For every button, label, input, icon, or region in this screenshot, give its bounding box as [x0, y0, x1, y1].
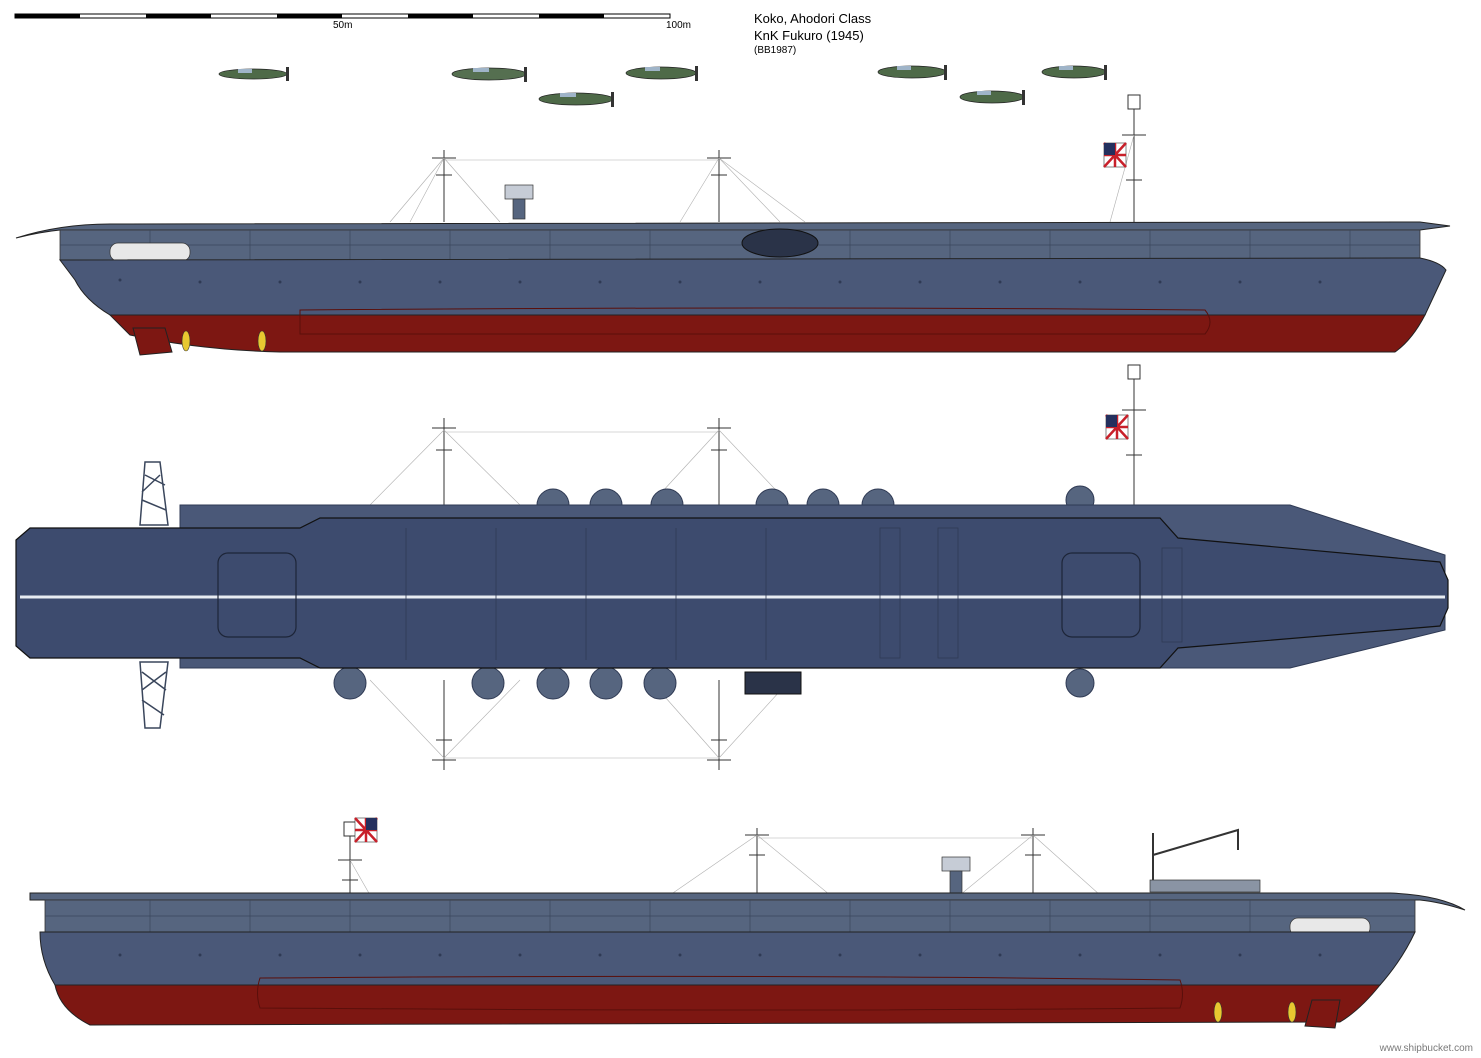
propeller-icon [1287, 1001, 1297, 1023]
aircraft-icon [538, 92, 614, 107]
aircraft-icon [959, 90, 1025, 105]
naval-ensign-icon [1103, 142, 1127, 168]
plan-masts [432, 364, 1146, 770]
propeller-icon [1213, 1001, 1223, 1023]
author-credit: (BB1987) [754, 45, 797, 56]
propeller-icon [181, 330, 191, 352]
naval-ensign-icon [354, 817, 378, 843]
aircraft-icon [1041, 65, 1107, 80]
plan-view [15, 364, 1449, 770]
propeller-icon [257, 330, 267, 352]
ship-name-subtitle: KnK Fukuro (1945) [754, 28, 864, 43]
watermark: www.shipbucket.com [1379, 1043, 1473, 1054]
ship-class-title: Koko, Ahodori Class [754, 11, 872, 26]
title-block: Koko, Ahodori Class KnK Fukuro (1945) (B… [754, 10, 871, 58]
scale-label-100m: 100m [666, 20, 692, 31]
aircraft-formation [218, 65, 1107, 107]
starboard-profile-view [15, 94, 1451, 356]
naval-ensign-icon [1105, 414, 1129, 440]
scale-bar-segments [14, 13, 671, 19]
aircraft-icon [218, 67, 289, 81]
port-profile-view [29, 817, 1466, 1029]
starboard-masts [432, 94, 1146, 222]
aircraft-icon [877, 65, 947, 80]
starboard-rigging [389, 134, 1135, 223]
aircraft-icon [451, 67, 527, 82]
scale-label-50m: 50m [333, 20, 353, 31]
aircraft-icon [625, 66, 698, 81]
